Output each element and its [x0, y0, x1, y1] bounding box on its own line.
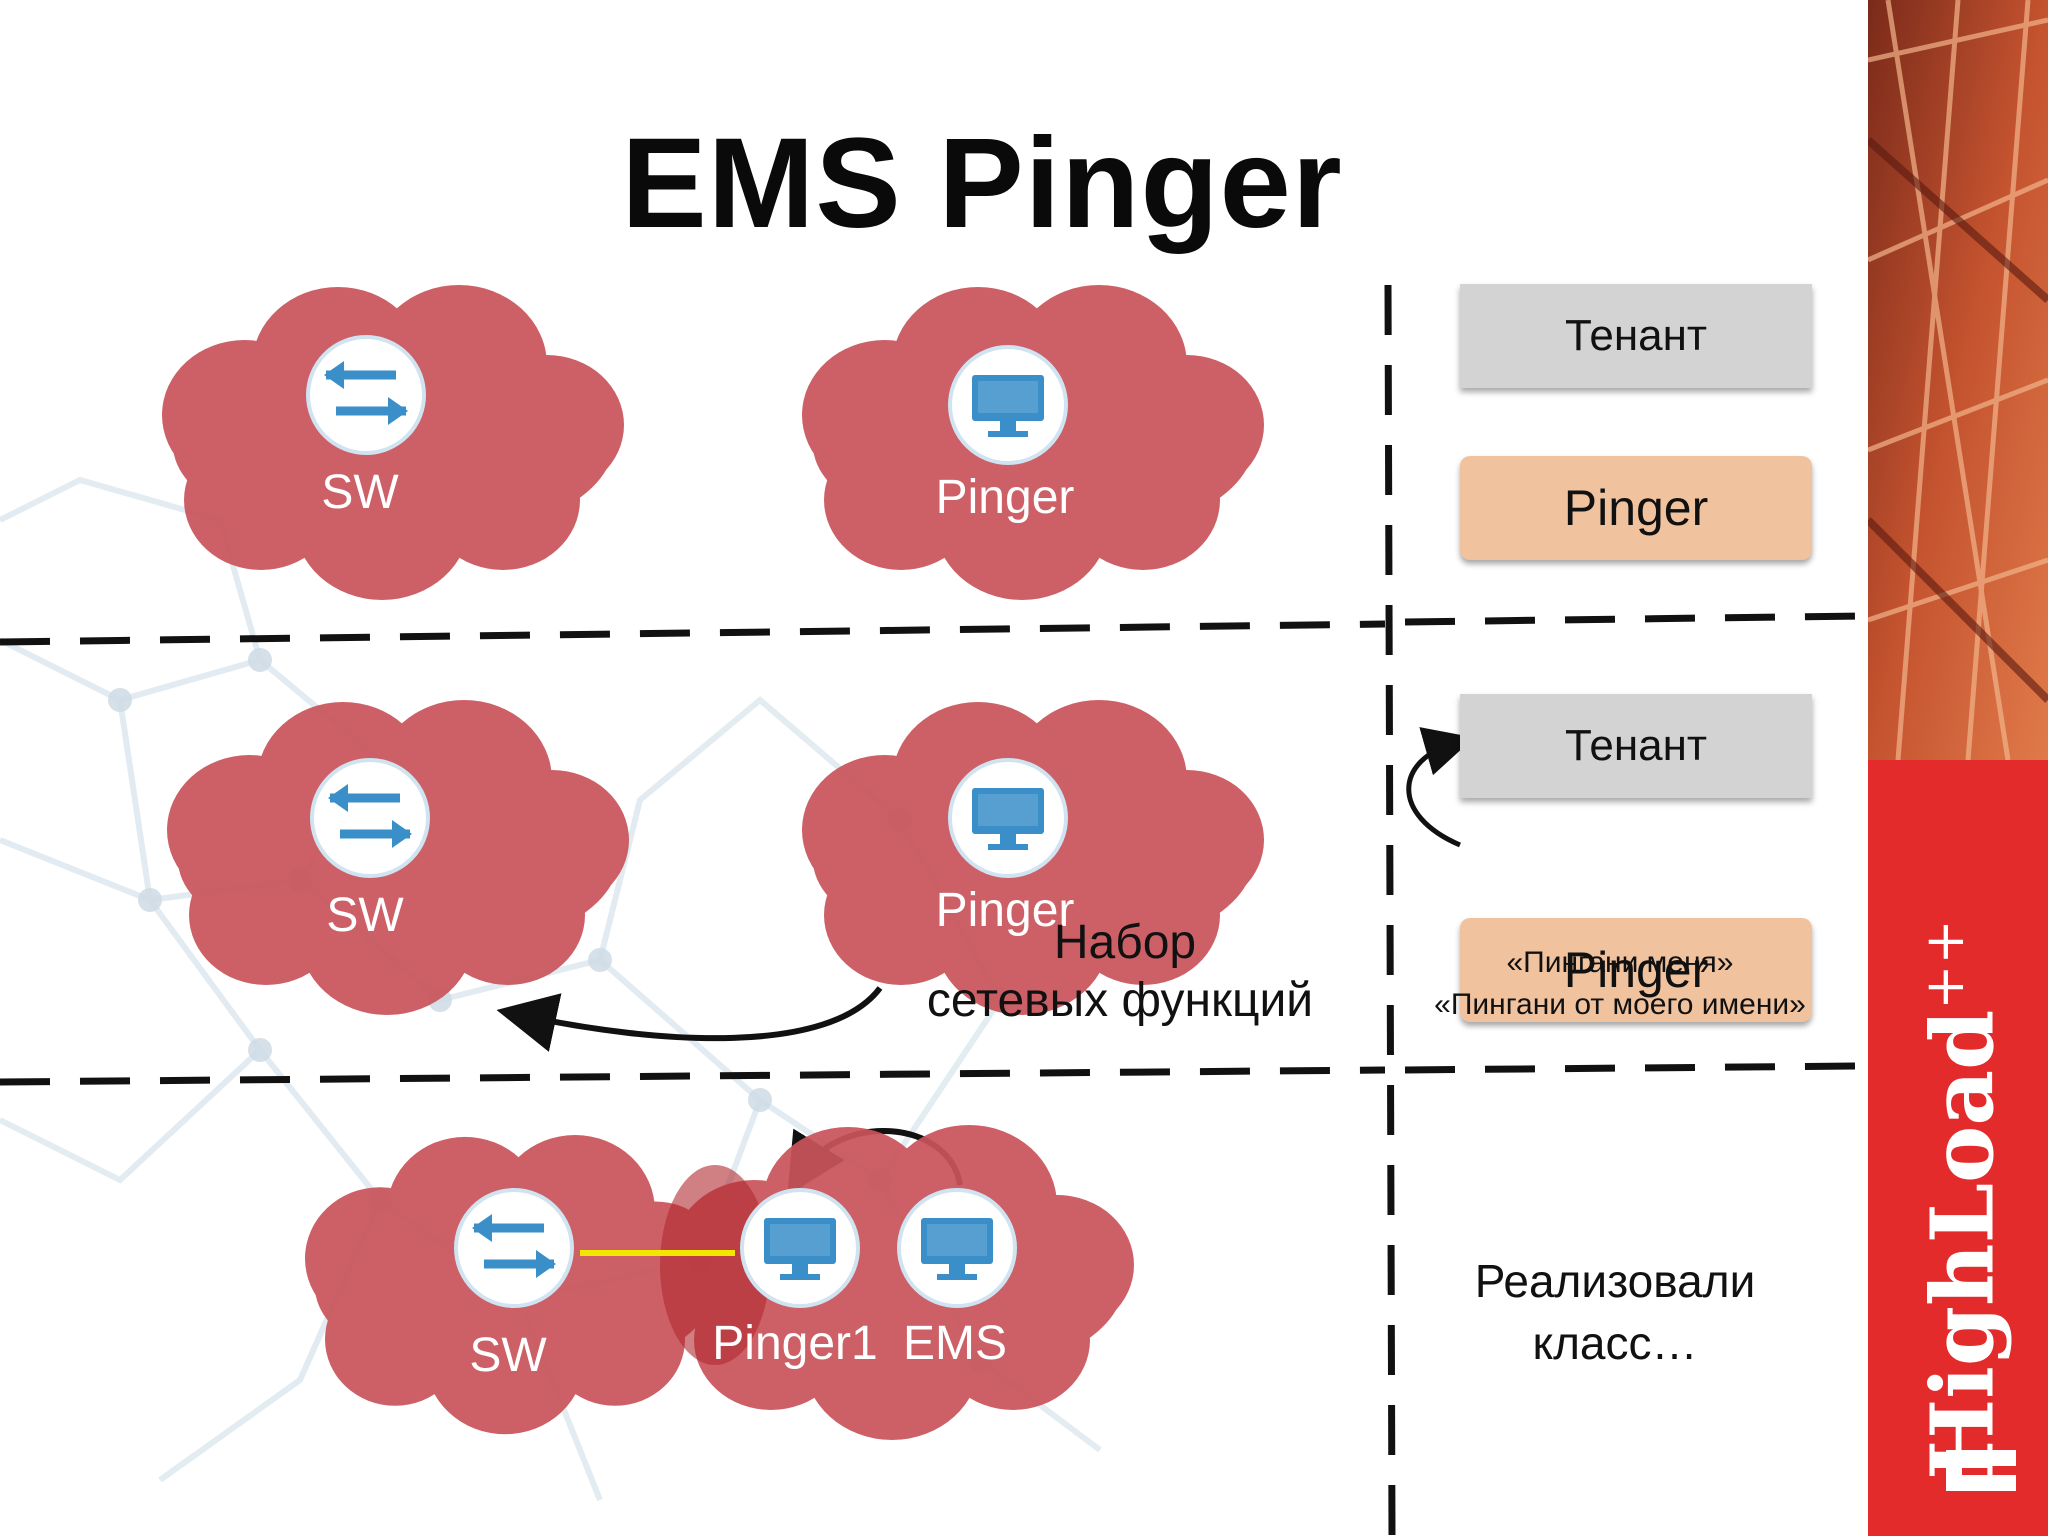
cloud-label-pinger-2: Pinger: [935, 884, 1075, 937]
note-ping-me: «Пингани меня»: [1506, 946, 1734, 979]
realized-line-2: класс…: [1532, 1317, 1698, 1369]
page-title: EMS Pinger: [621, 112, 1343, 255]
diagram-lines: [0, 284, 1861, 1536]
cloud-label-sw-2: SW: [326, 889, 404, 942]
switch-icon-1: [308, 337, 424, 453]
pinger-box-1: Pinger: [1460, 456, 1812, 560]
annotation-network-functions: Набор сетевых функций: [910, 914, 1330, 1030]
switch-icon-2: [312, 760, 428, 876]
tenant-box-1: Тенант: [1460, 284, 1812, 388]
cloud-label-ems: EMS: [902, 1317, 1007, 1370]
vertical-divider: [1384, 284, 1396, 1536]
brand-strip: [1868, 0, 2048, 1536]
brand-red-panel: [1868, 760, 2048, 1536]
horizontal-divider-2-left: [0, 1066, 1386, 1086]
cloud-label-sw-1: SW: [321, 466, 399, 519]
pinger-box-2: Pinger: [1460, 918, 1812, 1022]
cloud-label-pinger1: Pinger1: [712, 1317, 878, 1370]
monitor-icon-1: [948, 345, 1068, 465]
logo-mark-icon: [1946, 1450, 2016, 1491]
cloud-label-pinger-1: Pinger: [935, 471, 1075, 524]
brand-name: HighLoad++: [1900, 919, 2014, 1480]
highload-logo: [1946, 1450, 2016, 1491]
brand-suffix: ++: [1913, 919, 1976, 1010]
realized-class-text: Реализовали класс…: [1420, 1250, 1810, 1374]
cloud-label-sw-3: SW: [469, 1329, 547, 1382]
horizontal-divider-1-left: [0, 620, 1386, 646]
tenant-box-2: Тенант: [1460, 694, 1812, 798]
realized-line-1: Реализовали: [1474, 1255, 1756, 1307]
switch-icon-3: [456, 1190, 572, 1306]
monitor-icon-ems: [897, 1188, 1017, 1308]
cloud-overlap: [660, 1165, 770, 1365]
note-ping-on-my-behalf: «Пингани от моего имени»: [1434, 988, 1806, 1021]
clouds-layer: [162, 285, 1264, 1440]
arrow-to-sw: [496, 986, 883, 1052]
arrow-tenant: [1406, 727, 1475, 848]
brand-name-text: HighLoad: [1912, 1009, 2014, 1480]
annotation-line-2: сетевых функций: [926, 974, 1314, 1027]
monitor-icon-2: [948, 758, 1068, 878]
annotation-line-1: Набор: [1053, 916, 1197, 969]
monitor-icon-pinger1: [740, 1188, 860, 1308]
